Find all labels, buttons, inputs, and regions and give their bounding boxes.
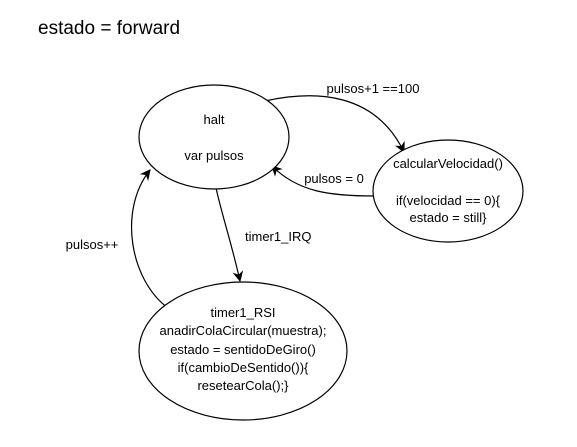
state-halt-var: var pulsos bbox=[184, 148, 244, 163]
edge-label-halt-to-timer: timer1_IRQ bbox=[245, 229, 311, 244]
state-calcular-line2: if(velocidad == 0){ bbox=[396, 193, 501, 208]
state-halt: halt var pulsos bbox=[138, 84, 290, 190]
state-calcular-line3: estado = still} bbox=[410, 210, 488, 225]
edge-halt-to-timer bbox=[215, 187, 244, 283]
state-timer-line4: if(cambioDeSentido()){ bbox=[178, 360, 309, 375]
state-timer-line3: estado = sentidoDeGiro() bbox=[170, 342, 316, 357]
edge-halt-to-calcular bbox=[264, 95, 405, 153]
edge-calcular-to-halt bbox=[271, 165, 375, 197]
state-calcular-velocidad: calcularVelocidad() if(velocidad == 0){ … bbox=[372, 139, 524, 243]
diagram-title: estado = forward bbox=[38, 18, 180, 39]
state-timer-line2: anadirColaCircular(muestra); bbox=[160, 323, 327, 338]
state-timer1-rsi: timer1_RSI anadirColaCircular(muestra); … bbox=[138, 281, 348, 421]
state-timer-line5: resetearCola();} bbox=[197, 378, 289, 393]
state-timer-line1: timer1_RSI bbox=[210, 305, 275, 320]
edge-label-halt-to-calcular: pulsos+1 ==100 bbox=[327, 81, 420, 96]
state-calcular-line1: calcularVelocidad() bbox=[393, 156, 503, 171]
state-halt-name: halt bbox=[204, 112, 225, 127]
edge-label-calcular-to-halt: pulsos = 0 bbox=[304, 171, 364, 186]
edge-label-timer-to-halt: pulsos++ bbox=[66, 237, 119, 252]
edge-timer-to-halt bbox=[131, 169, 169, 309]
